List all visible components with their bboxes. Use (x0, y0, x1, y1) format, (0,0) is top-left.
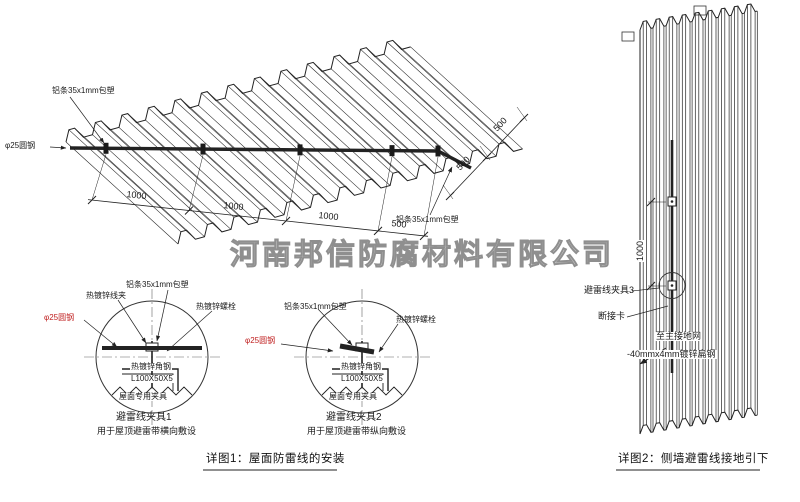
d1-angle-steel-label: 热镀锌角钢 (130, 362, 172, 371)
dim-label: 500 (390, 218, 408, 230)
d1-angle-spec-label: L100X50X5 (130, 374, 174, 383)
d2-strip-label: 铝条35x1mm包塑 (284, 302, 347, 311)
d2-roof-clamp-label: 屋面专用夹具 (328, 392, 378, 401)
wall-disconnect-label: 断接卡 (598, 311, 626, 321)
section-marker-icon (621, 31, 635, 42)
d2-round-steel-label: φ25圆钢 (245, 336, 276, 345)
detail-circle-2 (280, 289, 430, 425)
d1-wire-clamp-label: 热镀锌线夹 (86, 291, 126, 300)
caption-detail1: 详图1：屋面防雷线的安装 (206, 453, 345, 465)
caption-detail2: 详图2：侧墙避雷线接地引下 (618, 453, 769, 465)
wall-ground-label: 至主接地网 (655, 331, 703, 341)
roof-round-steel-label: φ25圆钢 (5, 141, 36, 150)
d1-subtitle: 用于屋顶避雷带横向敷设 (97, 426, 197, 436)
wall-downlead-drawing (626, 3, 758, 435)
wall-flat-steel-label: -40mmx4mm镀锌扁钢 (626, 349, 717, 359)
reference-marks (203, 5, 760, 471)
d2-angle-steel-label: 热镀锌角钢 (340, 362, 382, 371)
wall-clamp3-label: 避雷线夹具3 (584, 285, 635, 295)
d1-roof-clamp-label: 屋面专用夹具 (118, 392, 168, 401)
wall-dim-label: 1000 (635, 239, 645, 262)
d2-angle-spec-label: L100X50X5 (340, 374, 384, 383)
d1-round-steel-label: φ25圆钢 (44, 313, 75, 322)
d2-title: 避雷线夹具2 (326, 412, 382, 423)
roof-strip-label-right: 铝条35x1mm包塑 (396, 215, 459, 224)
roof-strip-label: 铝条35x1mm包塑 (52, 86, 115, 95)
d2-bolt-label: 热镀锌螺栓 (396, 315, 436, 324)
d1-strip-label: 铝条35x1mm包塑 (126, 280, 189, 289)
d2-subtitle: 用于屋顶避雷带纵向敷设 (307, 426, 407, 436)
section-marker-icon (693, 5, 707, 16)
d1-bolt-label: 热镀锌螺栓 (196, 302, 236, 311)
d1-title: 避雷线夹具1 (116, 412, 172, 423)
roof-isometric-drawing (49, 39, 529, 245)
company-watermark: 河南邦信防腐材料有限公司 (229, 239, 615, 272)
